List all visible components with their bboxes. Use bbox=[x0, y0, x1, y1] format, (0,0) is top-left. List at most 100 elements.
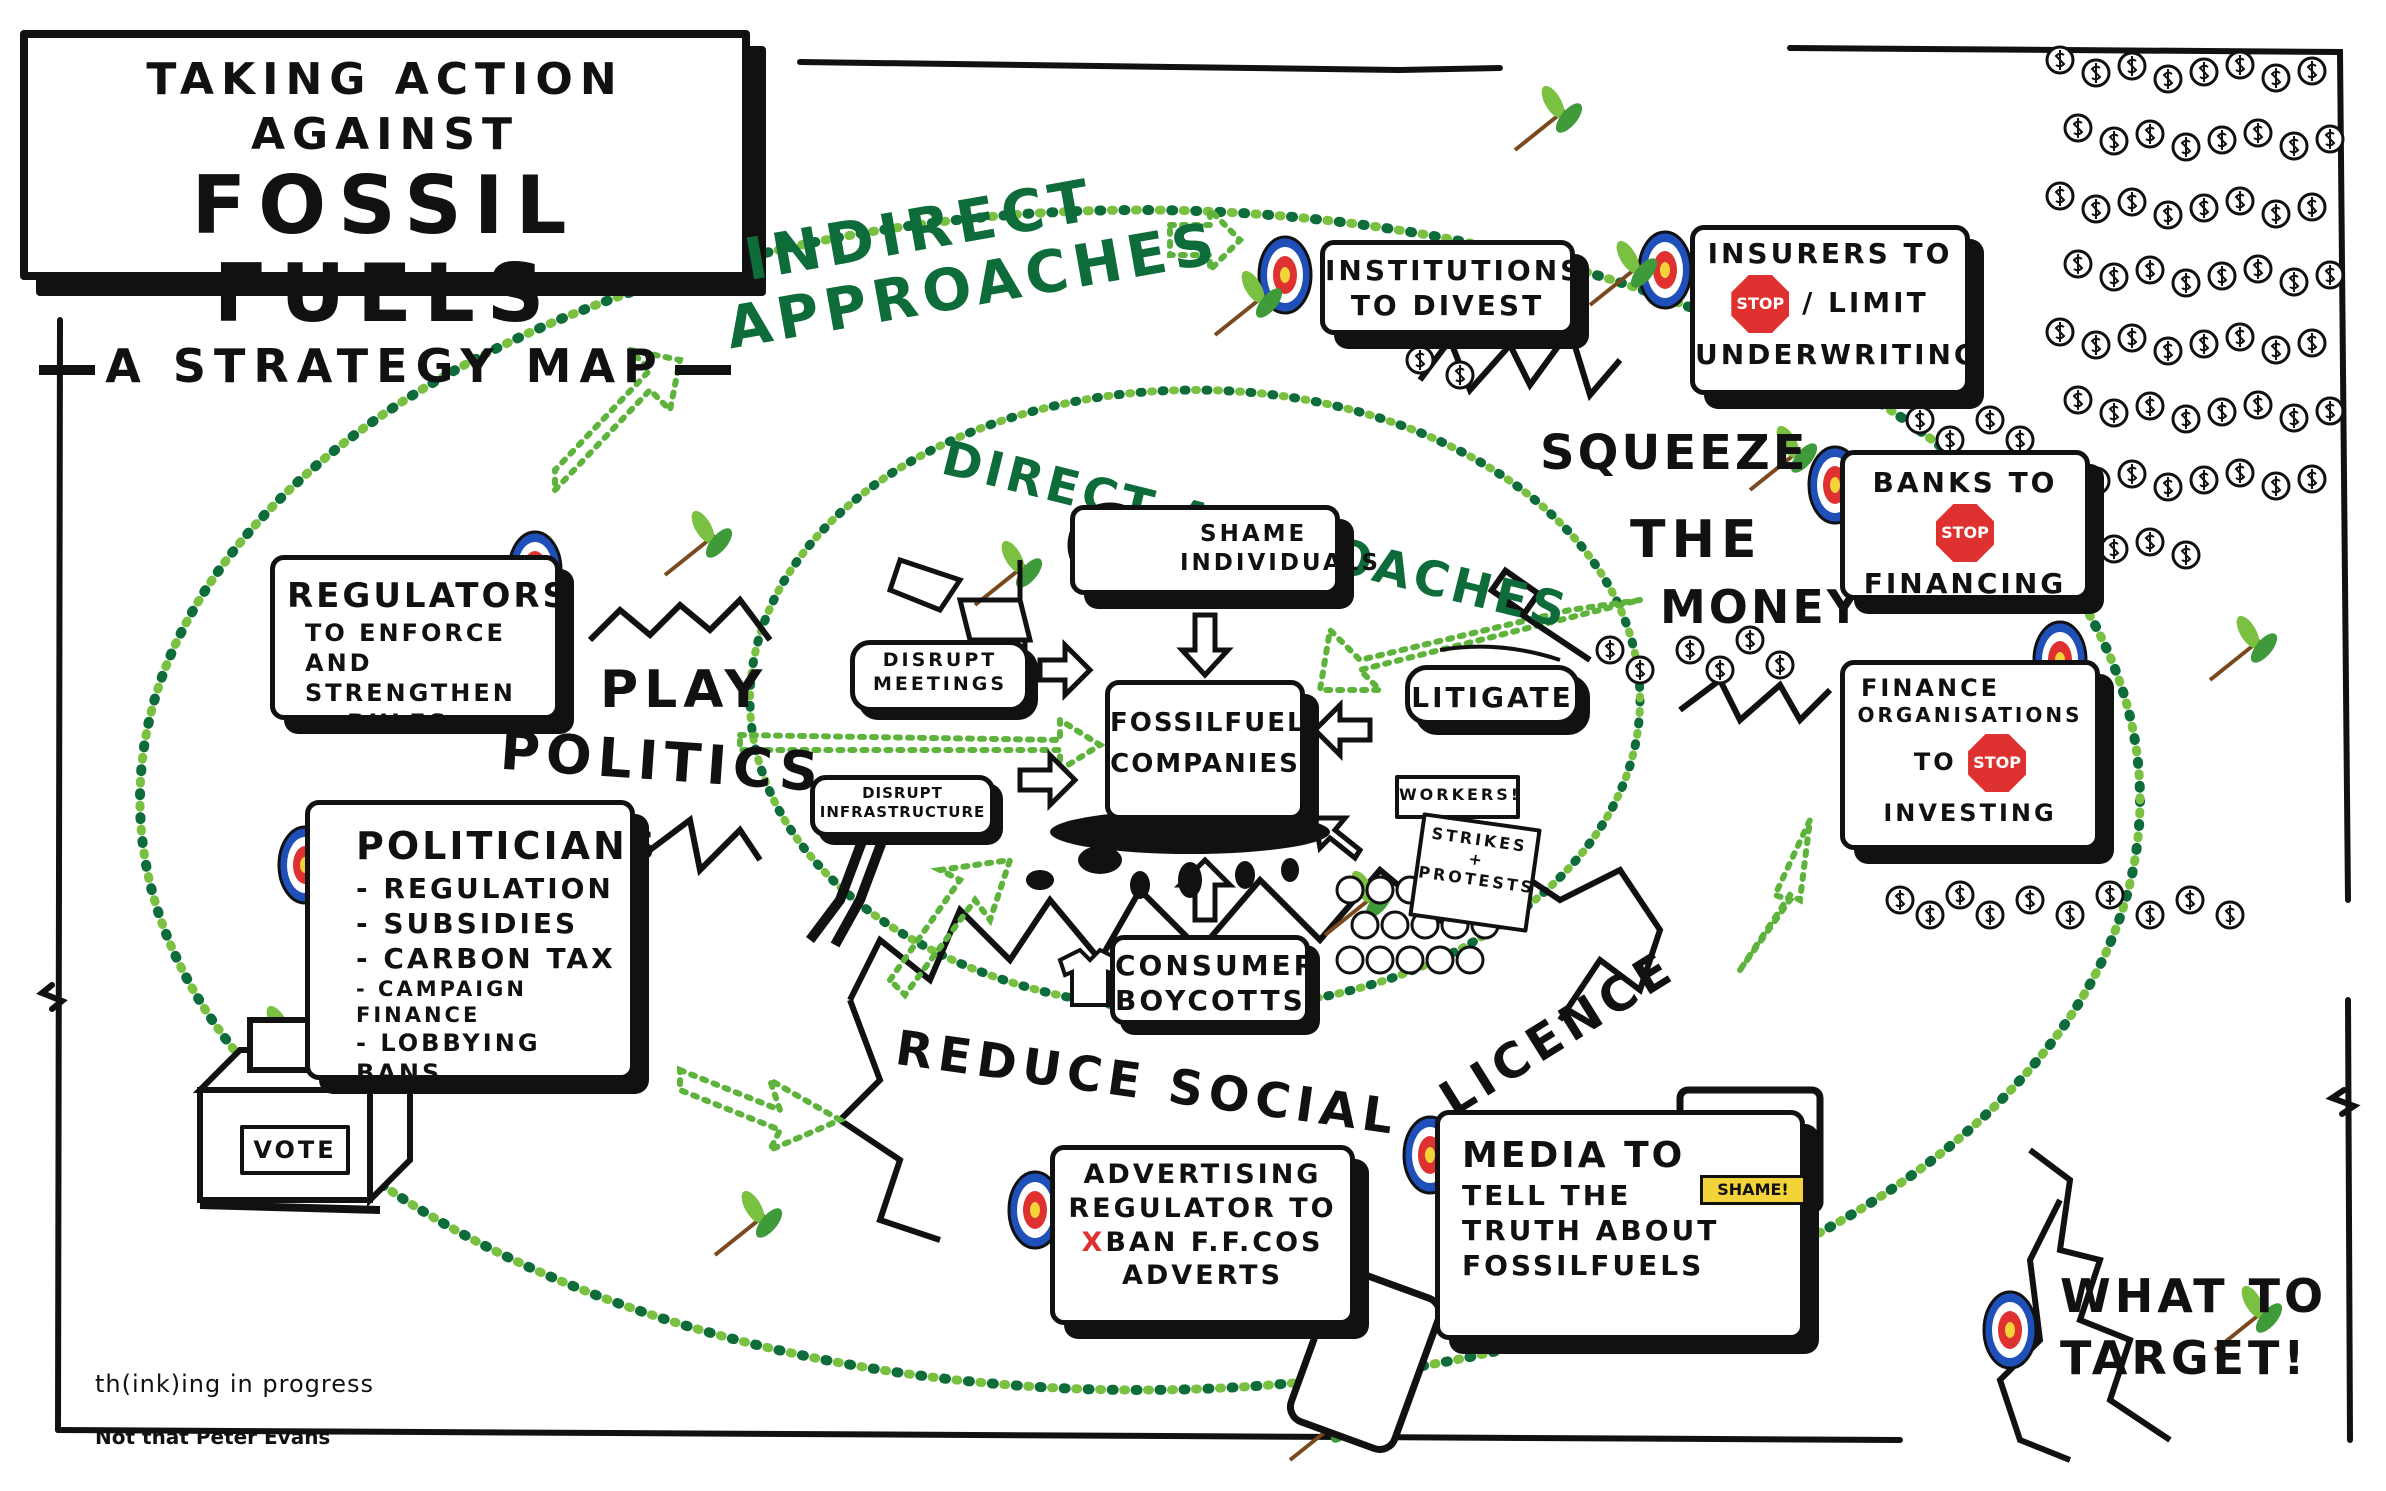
page-title: FOSSIL FUELS bbox=[191, 159, 579, 340]
coin-dollar-icon bbox=[1935, 425, 1965, 455]
what-to-line: WHAT TO bbox=[2060, 1269, 2328, 1323]
protester-face-icon bbox=[1335, 945, 1365, 975]
target-icon bbox=[1007, 1170, 1063, 1250]
coin-dollar-icon bbox=[2189, 57, 2219, 87]
direct-approaches-boundary-light bbox=[746, 386, 1644, 1014]
protester-face-icon bbox=[1425, 945, 1455, 975]
disrupt-meetings-box[interactable]: DISRUPT MEETINGS bbox=[850, 640, 1030, 712]
coin-dollar-icon bbox=[2117, 459, 2147, 489]
coin-dollar-icon bbox=[2135, 900, 2165, 930]
the-label: THE bbox=[1630, 510, 1763, 570]
leaf-sprig-icon bbox=[663, 510, 733, 577]
regulators-title: REGULATORS bbox=[287, 576, 571, 616]
shame-individuals-box[interactable]: SHAME INDIVIDUALS bbox=[1070, 505, 1378, 595]
coin-dollar-icon bbox=[2297, 464, 2327, 494]
coin-dollar-icon bbox=[2207, 125, 2237, 155]
institutions-box[interactable]: INSTITUTIONS TO DIVEST bbox=[1320, 240, 1580, 335]
fossil-fuel-companies-box[interactable]: FOSSILFUEL COMPANIES bbox=[1105, 680, 1305, 820]
coin-dollar-icon bbox=[2117, 187, 2147, 217]
insurers-line-2: STOP / LIMIT bbox=[1695, 275, 1965, 333]
consumer-label: CONSUMER bbox=[1115, 949, 1319, 982]
what-to-target-label: WHAT TO TARGET! bbox=[2060, 1265, 2327, 1389]
banks-box[interactable]: BANKS TO STOP FINANCING bbox=[1840, 450, 2090, 600]
coin-dollar-icon bbox=[2081, 194, 2111, 224]
finance-line-2: ORGANISATIONS bbox=[1857, 703, 2083, 727]
institutions-line-2: TO DIVEST bbox=[1350, 289, 1545, 322]
finance-line-1: FINANCE bbox=[1861, 674, 2001, 702]
workers-placard: WORKERS! bbox=[1395, 775, 1520, 819]
coin-dollar-icon bbox=[2135, 119, 2165, 149]
insurers-line-1: INSURERS TO bbox=[1707, 237, 1953, 270]
coin-dollar-icon bbox=[1445, 360, 1475, 390]
protester-face-icon bbox=[1395, 945, 1425, 975]
coin-dollar-icon bbox=[2135, 255, 2165, 285]
insurers-box[interactable]: INSURERS TO STOP / LIMIT UNDERWRITING bbox=[1690, 225, 1977, 395]
disrupt-infrastructure-box[interactable]: DISRUPT INFRASTRUCTURE bbox=[810, 775, 995, 837]
shame-tv-label: SHAME! bbox=[1717, 1180, 1789, 1199]
coin-dollar-icon bbox=[2063, 249, 2093, 279]
litigate-label: LITIGATE bbox=[1411, 681, 1574, 714]
media-box[interactable]: MEDIA TO TELL THE TRUTH ABOUT FOSSILFUEL… bbox=[1435, 1110, 1805, 1340]
coin-dollar-icon bbox=[2297, 192, 2327, 222]
leaf-sprig-icon bbox=[1588, 240, 1658, 307]
title-box: TAKING ACTION AGAINST FOSSIL FUELS A STR… bbox=[20, 30, 750, 393]
coin-dollar-icon bbox=[2207, 397, 2237, 427]
coin-dollar-icon bbox=[1705, 655, 1735, 685]
coin-dollar-icon bbox=[2045, 181, 2075, 211]
advertising-regulator-box[interactable]: ADVERTISING REGULATOR TO XBAN F.F.COS AD… bbox=[1050, 1145, 1355, 1325]
coin-dollar-icon bbox=[2261, 63, 2291, 93]
coin-dollar-icon bbox=[2171, 268, 2201, 298]
politicians-box[interactable]: POLITICIANS - REGULATION - SUBSIDIES - C… bbox=[305, 800, 655, 1087]
disrupt-infra-line-1: DISRUPT bbox=[862, 784, 943, 802]
center-line-2: COMPANIES bbox=[1110, 748, 1300, 779]
coin-dollar-icon bbox=[2063, 113, 2093, 143]
coin-dollar-icon bbox=[2153, 472, 2183, 502]
leaf-sprig-icon bbox=[973, 540, 1043, 607]
gavel-icon bbox=[1439, 566, 1592, 663]
coin-dollar-icon bbox=[2153, 64, 2183, 94]
coin-dollar-icon bbox=[1945, 880, 1975, 910]
advertising-line-4: ADVERTS bbox=[1121, 1260, 1284, 1292]
coin-dollar-icon bbox=[1765, 650, 1795, 680]
coin-dollar-icon bbox=[2171, 540, 2201, 570]
shame-line-1: SHAME bbox=[1200, 521, 1308, 547]
finance-organisations-box[interactable]: FINANCE ORGANISATIONS TO STOP INVESTING bbox=[1840, 660, 2100, 850]
vote-label: VOTE bbox=[253, 1136, 337, 1164]
coin-dollar-icon bbox=[2117, 51, 2147, 81]
target-icon bbox=[1637, 230, 1693, 310]
coin-dollar-icon bbox=[2135, 391, 2165, 421]
coin-dollar-icon bbox=[2135, 527, 2165, 557]
coin-dollar-icon bbox=[2225, 322, 2255, 352]
coin-dollar-icon bbox=[2215, 900, 2245, 930]
coin-dollar-icon bbox=[1885, 885, 1915, 915]
title-dash-right bbox=[674, 364, 731, 375]
vote-card: VOTE bbox=[240, 1125, 350, 1175]
coin-dollar-icon bbox=[2261, 335, 2291, 365]
coin-dollar-icon bbox=[2099, 398, 2129, 428]
coin-dollar-icon bbox=[2045, 45, 2075, 75]
politicians-item-0: - REGULATION bbox=[356, 871, 614, 905]
regulators-box[interactable]: REGULATORS TO ENFORCE AND STRENGTHEN RUL… bbox=[270, 555, 571, 737]
credit-thinking: th(ink)ing in progress bbox=[95, 1370, 374, 1398]
coin-dollar-icon bbox=[1915, 900, 1945, 930]
money-label: MONEY bbox=[1660, 580, 1864, 634]
coin-dollar-icon bbox=[1625, 655, 1655, 685]
coin-dollar-icon bbox=[2189, 193, 2219, 223]
banks-stop: STOP bbox=[1845, 504, 2085, 562]
protester-face-icon bbox=[1365, 945, 1395, 975]
coin-dollar-icon bbox=[2261, 199, 2291, 229]
coin-dollar-icon bbox=[2297, 56, 2327, 86]
stop-sign-icon: STOP bbox=[1968, 734, 2027, 792]
coin-dollar-icon bbox=[1595, 635, 1625, 665]
outer-frame bbox=[36, 45, 2361, 1443]
coin-dollar-icon bbox=[2015, 885, 2045, 915]
oil-spill-icon bbox=[1026, 810, 1330, 899]
coin-dollar-icon bbox=[2243, 390, 2273, 420]
title-line-1: TAKING ACTION AGAINST bbox=[146, 54, 624, 160]
consumer-boycotts-box[interactable]: CONSUMER BOYCOTTS bbox=[1110, 935, 1319, 1025]
litigate-box[interactable]: LITIGATE bbox=[1405, 665, 1580, 725]
subtitle: A STRATEGY MAP bbox=[105, 339, 665, 393]
coin-dollar-icon bbox=[2261, 471, 2291, 501]
finance-line-3: TO STOP bbox=[1845, 734, 2095, 792]
